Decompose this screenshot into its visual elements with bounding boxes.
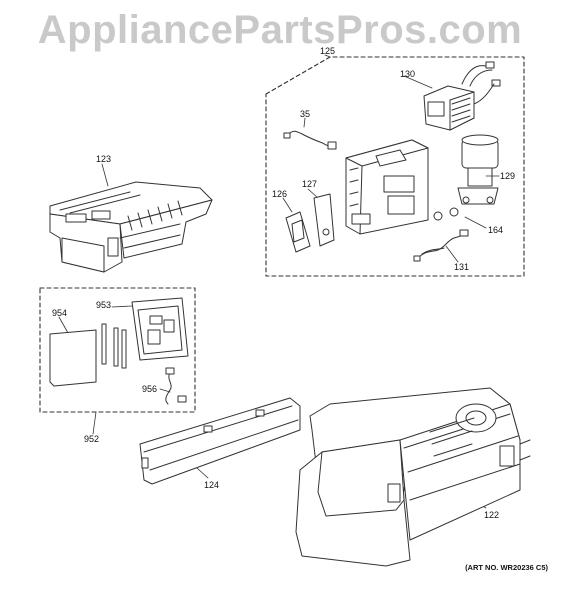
part-126-switch: [285, 211, 311, 253]
part-130-motor: [423, 61, 501, 131]
callout-954: 954: [52, 308, 68, 318]
part-129-valve: [457, 134, 499, 205]
group-box-952: [39, 287, 196, 413]
callout-131: 131: [454, 262, 470, 272]
part-strips: [101, 323, 127, 369]
part-35-harness: [283, 130, 337, 150]
callout-952: 952: [84, 434, 100, 444]
part-131-wire: [413, 229, 469, 262]
callout-956: 956: [142, 384, 158, 394]
callout-127: 127: [302, 179, 318, 189]
callout-123: 123: [96, 154, 112, 164]
art-number-label: (ART NO. WR20236 C5): [465, 563, 548, 572]
callout-35: 35: [300, 109, 311, 119]
part-control-housing: [345, 139, 429, 235]
part-122-bucket: [295, 387, 531, 567]
part-954-cover: [49, 329, 97, 387]
part-164-grommets: [433, 207, 459, 221]
watermark-logo: AppliancePartsPros.com: [37, 8, 523, 52]
part-124-rail: [139, 397, 301, 485]
part-127-bracket: [313, 193, 335, 247]
callout-122: 122: [484, 510, 500, 520]
part-123-icemaker: [49, 181, 213, 273]
callout-126: 126: [272, 189, 288, 199]
callout-129: 129: [500, 171, 516, 181]
callout-125: 125: [320, 46, 336, 56]
callout-130: 130: [400, 69, 416, 79]
callout-164: 164: [488, 225, 504, 235]
part-953-board: [131, 297, 189, 361]
callout-124: 124: [204, 480, 220, 490]
callout-953: 953: [96, 300, 112, 310]
part-956-harness: [165, 367, 187, 405]
